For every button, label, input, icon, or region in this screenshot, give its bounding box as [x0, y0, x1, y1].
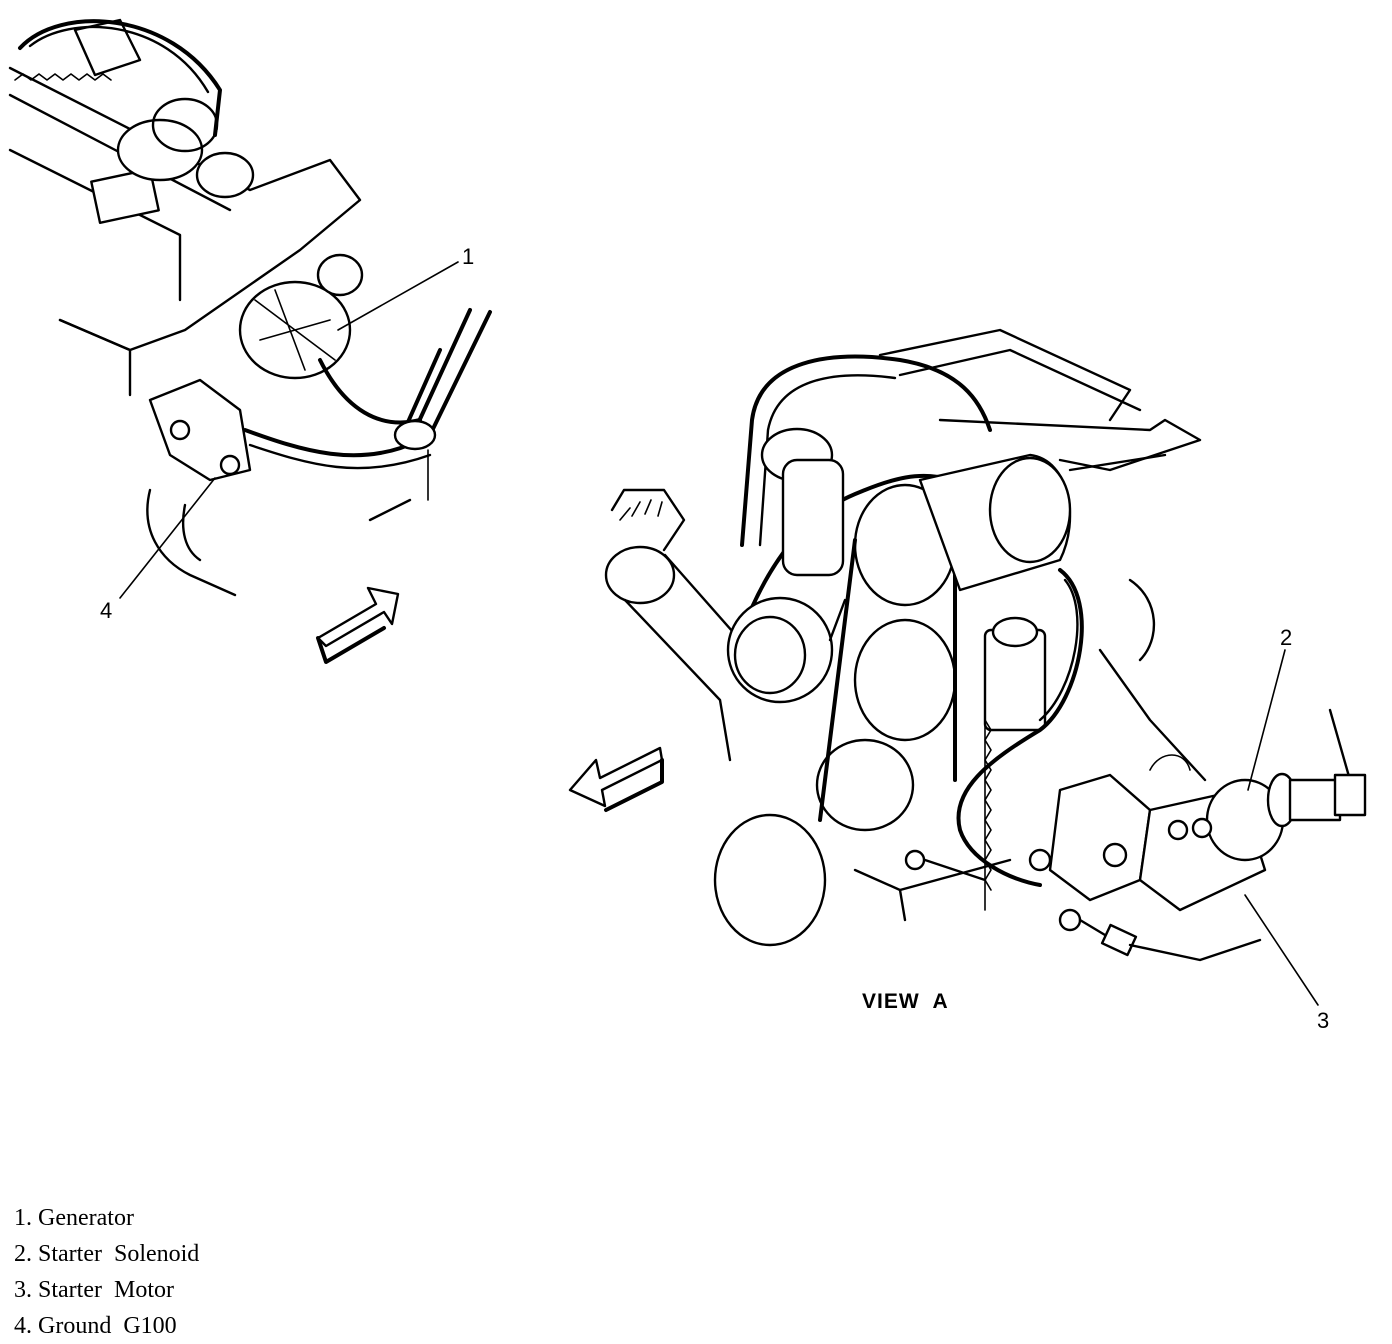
- callout-4: 4: [100, 598, 112, 623]
- overall-engine-view: [8, 18, 492, 597]
- legend-item: 4. Ground G100: [14, 1313, 177, 1339]
- parts-legend: 1. Generator 2. Starter Solenoid 3. Star…: [14, 1200, 199, 1344]
- view-direction-arrow: [316, 586, 400, 664]
- legend-item: 1. Generator: [14, 1205, 134, 1231]
- legend-item: 2. Starter Solenoid: [14, 1241, 200, 1267]
- view-a-label: VIEW A: [862, 990, 949, 1013]
- callout-3: 3: [1317, 1008, 1329, 1033]
- engine-wiring-diagram: 1 4 2 3 VIEW A: [8, 18, 1367, 1033]
- legend-item: 3. Starter Motor: [14, 1277, 174, 1303]
- view-a-engine: [604, 328, 1362, 947]
- view-a-direction-arrow: [568, 746, 664, 812]
- callout-2: 2: [1280, 625, 1292, 650]
- callout-leaders: [119, 261, 1319, 1006]
- callout-1: 1: [462, 244, 474, 269]
- starter-assembly: [1028, 754, 1367, 962]
